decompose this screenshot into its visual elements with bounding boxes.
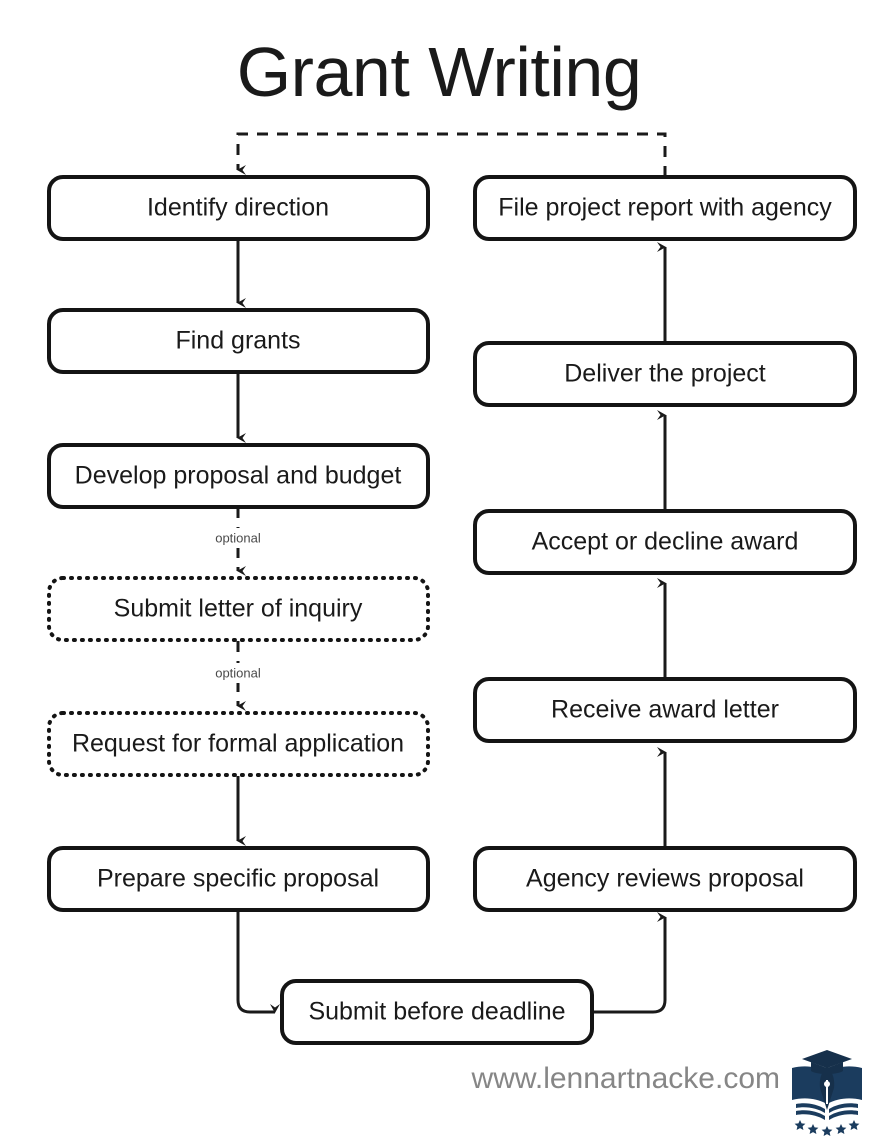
node-deliver-the-project[interactable]: Deliver the project xyxy=(473,341,857,407)
node-accept-decline-label: Accept or decline award xyxy=(532,528,799,556)
node-deliver-project-label: Deliver the project xyxy=(564,360,766,388)
node-find-grants[interactable]: Find grants xyxy=(47,308,430,374)
node-identify-direction[interactable]: Identify direction xyxy=(47,175,430,241)
node-deliver-project-shape xyxy=(473,341,857,407)
node-find-grants-shape xyxy=(47,308,430,374)
node-submit-letter-shape xyxy=(47,576,430,642)
edge-label-2-backdrop xyxy=(206,663,270,683)
node-develop-proposal-shape xyxy=(47,443,430,509)
node-accept-or-decline-award[interactable]: Accept or decline award xyxy=(473,509,857,575)
edge-label-1-backdrop xyxy=(206,528,270,548)
node-agency-reviews-shape xyxy=(473,846,857,912)
node-file-report-label: File project report with agency xyxy=(498,194,832,222)
node-find-grants-label: Find grants xyxy=(175,327,300,355)
node-receive-award-label: Receive award letter xyxy=(551,696,779,724)
page-title: Grant Writing xyxy=(237,33,642,111)
node-identify-direction-label: Identify direction xyxy=(147,194,329,222)
node-submit-before-deadline[interactable]: Submit before deadline xyxy=(280,979,594,1045)
node-request-formal-label: Request for formal application xyxy=(72,730,404,758)
node-accept-decline-shape xyxy=(473,509,857,575)
node-request-formal-shape xyxy=(47,711,430,777)
footer-website-text: www.lennartnacke.com xyxy=(471,1062,780,1095)
edge-file-report-to-identify-direction xyxy=(236,132,667,177)
node-file-project-report[interactable]: File project report with agency xyxy=(473,175,857,241)
academic-emblem-logo xyxy=(792,1050,862,1136)
node-receive-award-shape xyxy=(473,677,857,743)
node-submit-deadline-shape xyxy=(280,979,594,1045)
node-agency-reviews-proposal[interactable]: Agency reviews proposal xyxy=(473,846,857,912)
edge-label-optional-2: optional xyxy=(215,665,261,680)
edge-prepare-specific-to-submit-deadline xyxy=(236,910,280,1014)
edge-label-optional-1: optional xyxy=(215,530,261,545)
node-receive-award-letter[interactable]: Receive award letter xyxy=(473,677,857,743)
node-request-formal-application[interactable]: Request for formal application xyxy=(47,711,430,777)
node-develop-proposal-label: Develop proposal and budget xyxy=(75,462,402,490)
node-develop-proposal[interactable]: Develop proposal and budget xyxy=(47,443,430,509)
node-submit-letter-label: Submit letter of inquiry xyxy=(114,595,363,623)
node-prepare-specific-label: Prepare specific proposal xyxy=(97,865,379,893)
node-submit-deadline-label: Submit before deadline xyxy=(308,998,565,1026)
node-prepare-specific-proposal[interactable]: Prepare specific proposal xyxy=(47,846,430,912)
node-agency-reviews-label: Agency reviews proposal xyxy=(526,865,804,893)
node-file-report-shape xyxy=(473,175,857,241)
node-submit-letter-of-inquiry[interactable]: Submit letter of inquiry xyxy=(47,576,430,642)
node-identify-direction-shape xyxy=(47,175,430,241)
node-prepare-specific-shape xyxy=(47,846,430,912)
edge-submit-deadline-to-agency-reviews xyxy=(592,912,667,1014)
